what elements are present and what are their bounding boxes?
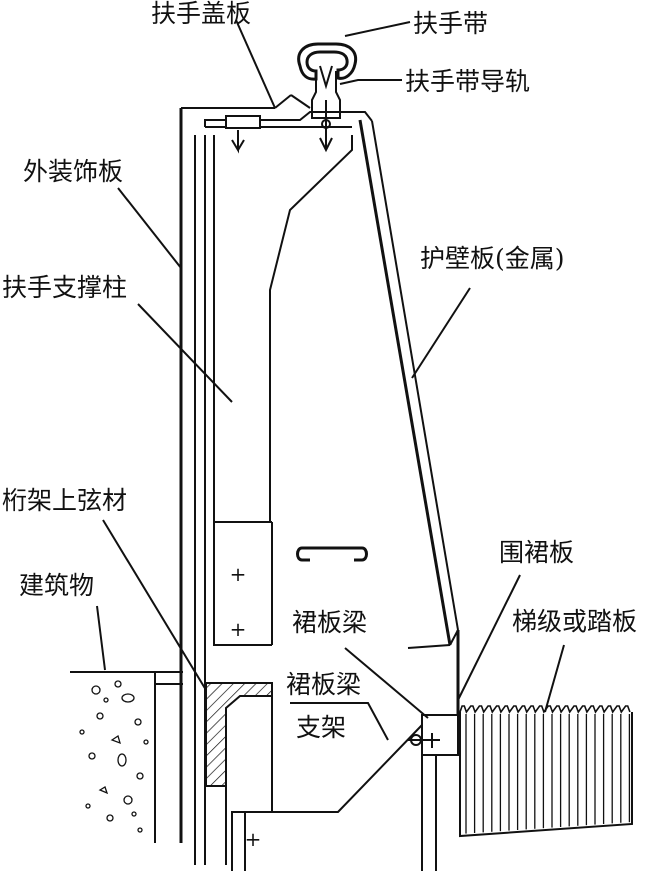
label-skirt-beam-bracket-1: 裙板梁 — [286, 670, 361, 699]
labels: 扶手盖板 扶手带 扶手带导轨 外装饰板 扶手支撑柱 护壁板(金属) 桁架上弦材 … — [2, 0, 637, 742]
label-handrail-belt: 扶手带 — [413, 9, 488, 38]
leader-lines — [96, 19, 565, 741]
c-profile-section — [296, 546, 368, 562]
handrail-belt — [297, 42, 358, 81]
label-skirt-beam: 裙板梁 — [292, 608, 367, 637]
handrail-cover-plate — [204, 94, 373, 154]
skirt-board — [422, 630, 460, 716]
concrete-texture — [79, 680, 149, 833]
label-guard-panel: 护壁板(金属) — [420, 244, 565, 273]
truss-upper-chord — [205, 682, 273, 865]
label-skirt: 围裙板 — [499, 538, 574, 567]
label-skirt-beam-bracket-2: 支架 — [296, 713, 346, 742]
label-step: 梯级或踏板 — [512, 607, 637, 636]
svg-text:+: + — [245, 827, 262, 851]
step-outline — [459, 712, 633, 838]
svg-text:+: + — [230, 617, 247, 641]
outer-deck-board — [179, 94, 292, 843]
building-wall — [70, 671, 183, 843]
handrail-guide — [311, 65, 341, 153]
skirt-beam-bracket: + — [231, 724, 423, 871]
label-truss-chord: 桁架上弦材 — [2, 486, 127, 515]
step-cleats — [459, 705, 631, 714]
svg-text:+: + — [230, 562, 247, 586]
label-outer-deck: 外装饰板 — [23, 157, 123, 186]
label-handrail-guide: 扶手带导轨 — [405, 67, 530, 96]
guard-panel — [358, 119, 459, 649]
label-building: 建筑物 — [19, 571, 94, 600]
skirt-beam — [408, 714, 459, 871]
step-tread — [459, 705, 633, 838]
label-handrail-post: 扶手支撑柱 — [2, 273, 127, 302]
label-handrail-cover: 扶手盖板 — [151, 0, 251, 28]
